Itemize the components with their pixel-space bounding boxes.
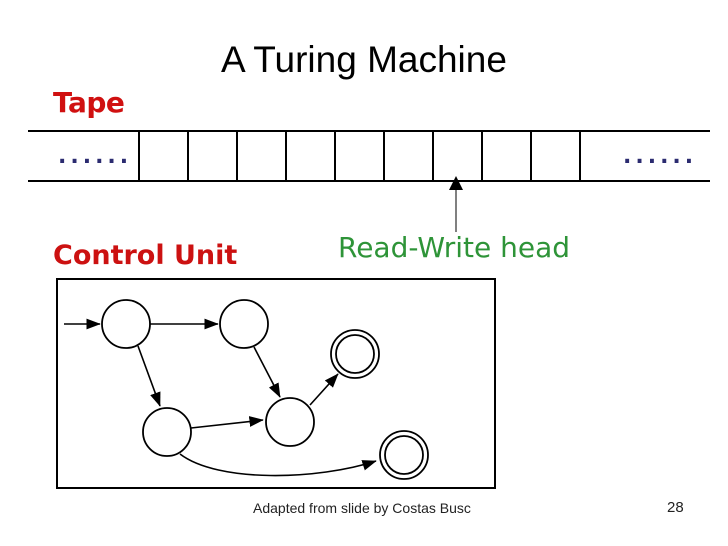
control-unit-label: Control Unit (53, 240, 238, 271)
page-title: A Turing Machine (221, 39, 507, 80)
tape-cell-divider (285, 130, 287, 182)
tape-cell-divider (383, 130, 385, 182)
transition-q1-q3 (253, 346, 281, 398)
control-unit-box (56, 278, 496, 489)
state-node-q2 (142, 407, 192, 457)
tape-left-ellipsis: ...... (58, 144, 133, 169)
footer-credit: Adapted from slide by Costas Busc (253, 500, 471, 516)
read-write-head-label: Read-Write head (338, 231, 571, 264)
tape-cell-divider (530, 130, 532, 182)
transition-q2-q3 (190, 416, 264, 429)
read-write-head-pointer (449, 176, 463, 232)
tape-cell-divider (334, 130, 336, 182)
state-node-q4-accepting (330, 329, 380, 379)
page-number: 28 (667, 499, 684, 516)
state-node-q0 (101, 299, 151, 349)
head-pointer-arrow-icon (449, 176, 463, 190)
tape-cell-divider (236, 130, 238, 182)
head-pointer-stem (455, 188, 457, 232)
tape-strip: ...... ...... (28, 130, 710, 182)
tape-label: Tape (53, 86, 125, 119)
state-node-q1 (219, 299, 269, 349)
state-node-q3 (265, 397, 315, 447)
transition-q2-q5 (179, 453, 377, 477)
tape-cell-divider (481, 130, 483, 182)
tape-right-ellipsis: ...... (623, 144, 698, 169)
tape-top-border (28, 130, 710, 132)
state-node-q5-accepting (379, 430, 429, 480)
tape-cell-divider (187, 130, 189, 182)
tape-cell-divider (579, 130, 581, 182)
transition-q0-q2 (137, 345, 161, 407)
tape-bottom-border (28, 180, 710, 182)
tape-cell-divider (432, 130, 434, 182)
tape-cell-divider (138, 130, 140, 182)
state-diagram (64, 299, 429, 480)
transition-q3-q4 (309, 373, 339, 406)
